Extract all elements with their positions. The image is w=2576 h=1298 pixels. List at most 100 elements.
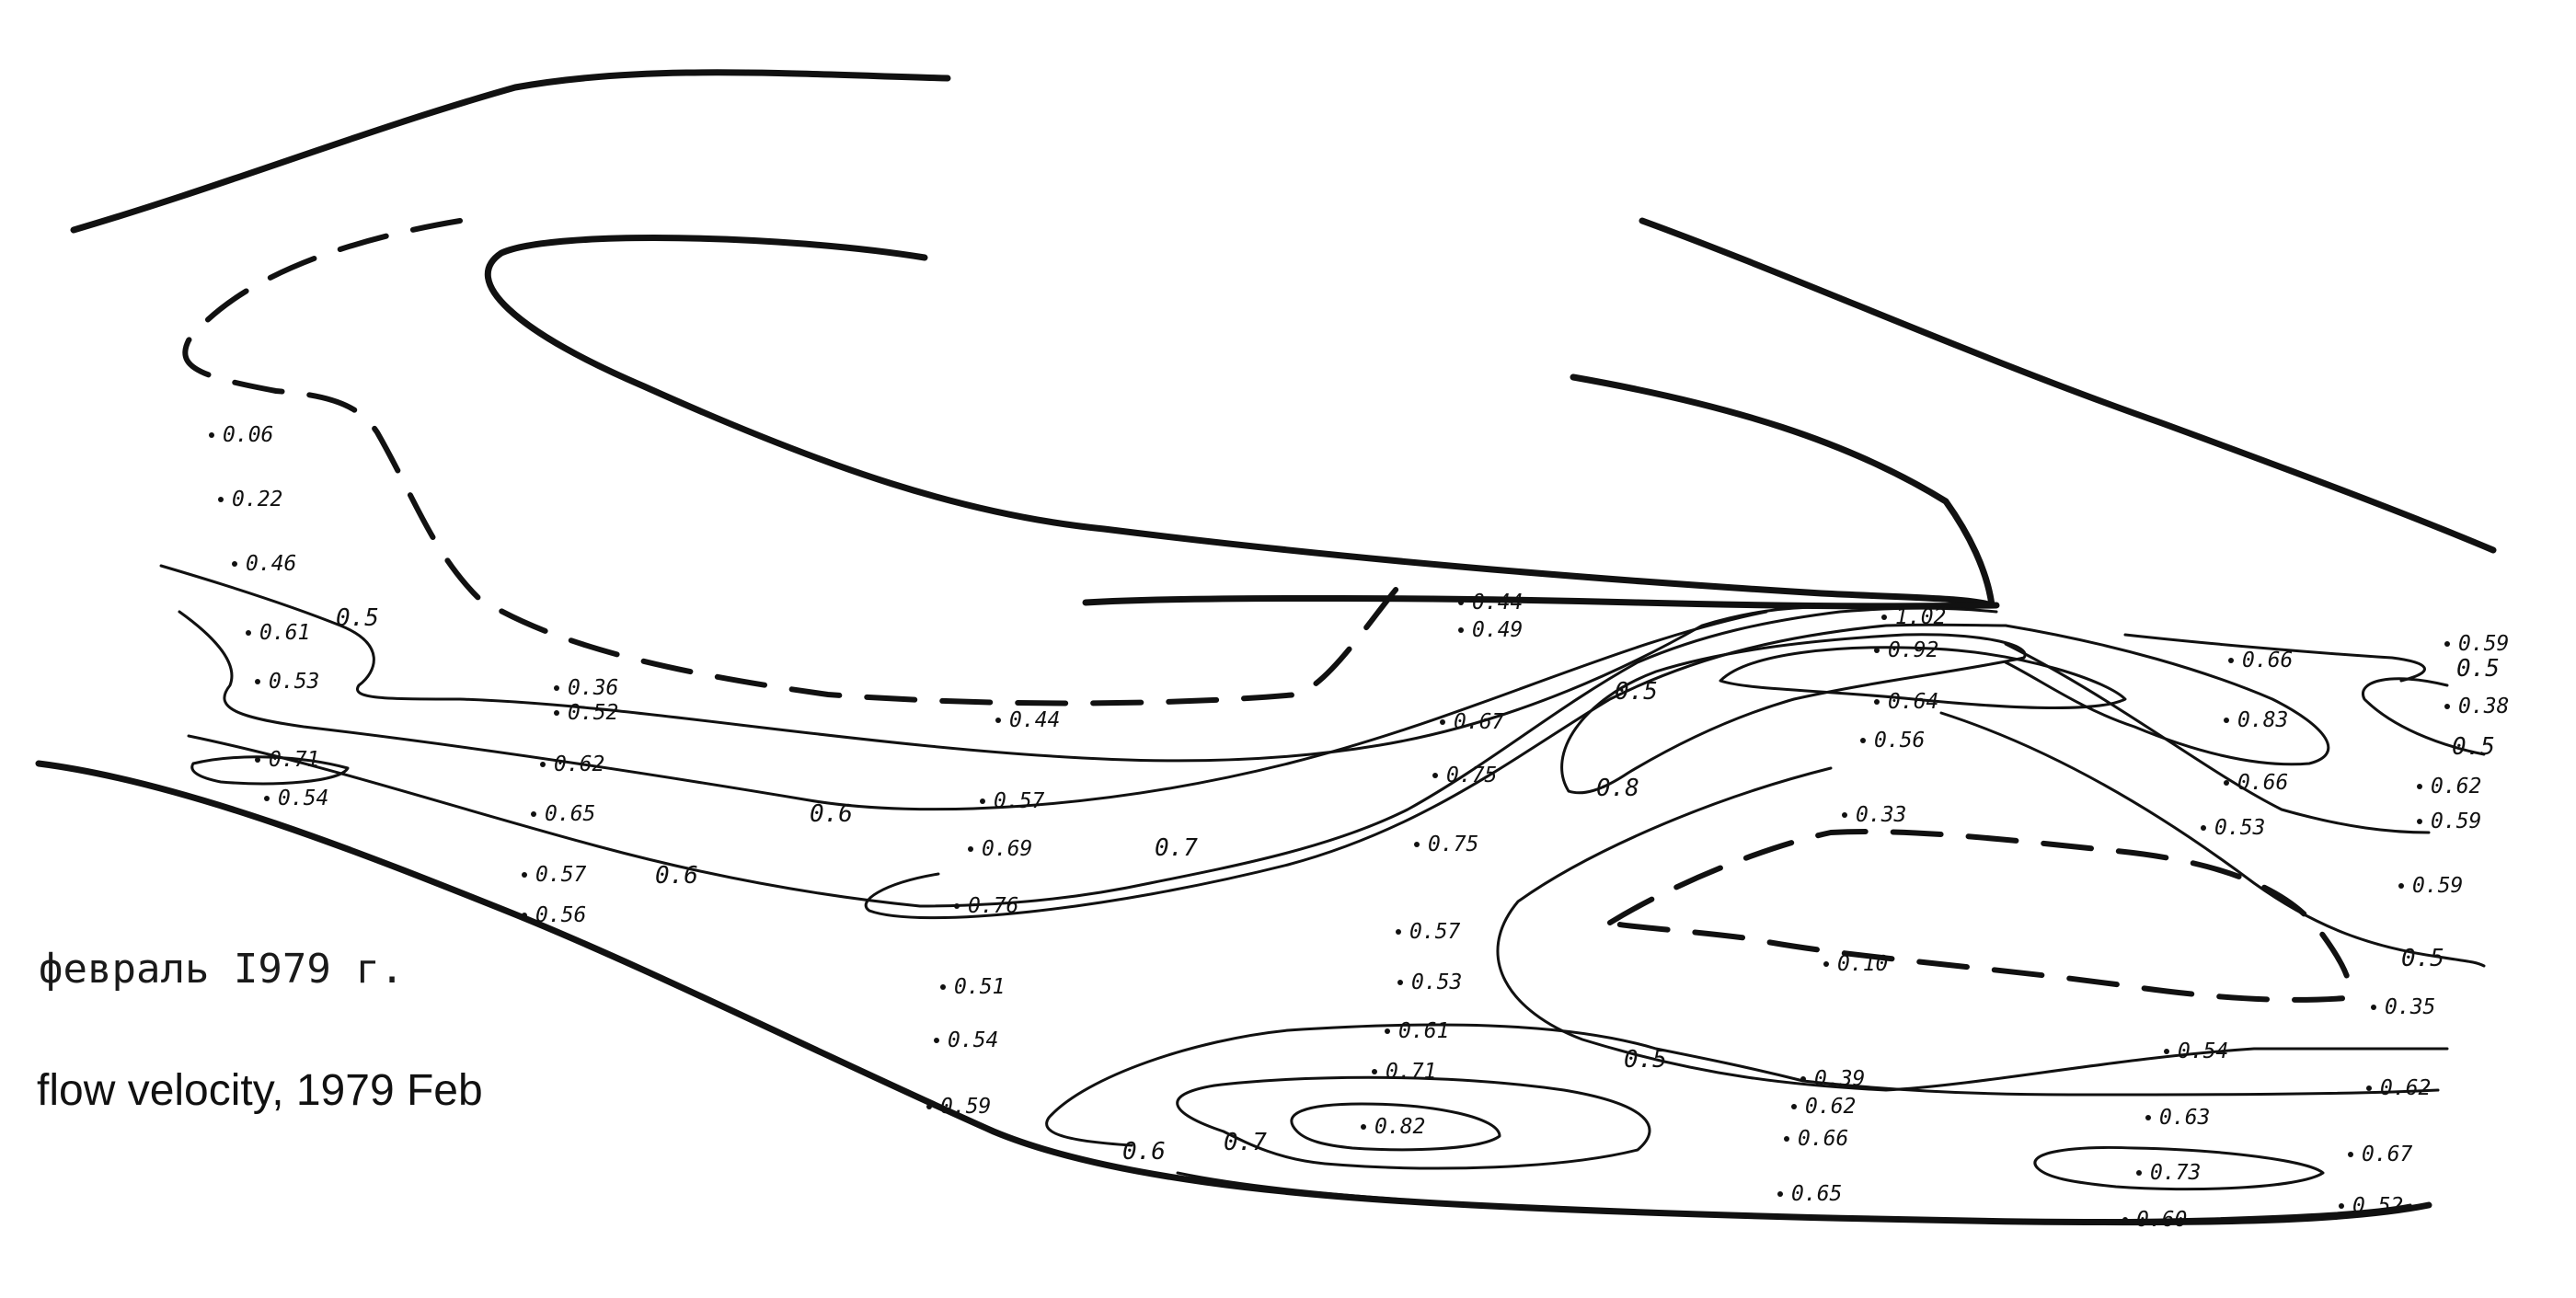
isoline-value-label: 0.5 xyxy=(2456,655,2500,683)
isoline-value-label: 0.7 xyxy=(1155,834,1198,862)
measurement-dot xyxy=(2224,718,2229,723)
measurement-value: 0.53 xyxy=(269,670,319,694)
measurement-value: 0.61 xyxy=(1398,1019,1449,1043)
measurement-value: 0.44 xyxy=(1009,708,1060,732)
measurement-value: 0.75 xyxy=(1446,764,1497,787)
measurement-dot xyxy=(1372,1069,1377,1074)
measurement-value: 0.39 xyxy=(1814,1067,1865,1091)
measurement-value: 0.71 xyxy=(1386,1060,1436,1084)
measurement-value: 0.54 xyxy=(278,787,328,810)
measurement-dot xyxy=(2224,780,2229,786)
measurement-value: 0.83 xyxy=(2237,708,2288,732)
isoline-value-label: 0.5 xyxy=(336,604,379,632)
measurement-dot xyxy=(1396,929,1401,935)
isoline-right-0.83 xyxy=(2004,624,2330,766)
measurement-dot xyxy=(1784,1136,1789,1142)
isoline-0.5-right-edge xyxy=(2362,677,2486,756)
isoline-0.5-left xyxy=(159,564,1823,763)
measurement-dot xyxy=(2201,825,2206,831)
measurement-value: 0.35 xyxy=(2385,995,2435,1019)
measurement-dot xyxy=(980,798,985,804)
measurement-value: 0.76 xyxy=(968,894,1018,918)
measurement-value: 1.02 xyxy=(1895,605,1946,629)
measurement-dot xyxy=(232,561,237,567)
measurement-dot xyxy=(255,757,260,763)
measurement-value: 0.82 xyxy=(1374,1115,1425,1139)
measurement-value: 0.56 xyxy=(1874,729,1925,752)
measurement-dot xyxy=(2398,883,2404,889)
isoline-value-label: 0.5 xyxy=(1615,678,1658,706)
isoline-0.7-center xyxy=(864,623,2007,920)
measurement-value: 0.69 xyxy=(982,837,1032,861)
measurement-value: 0.53 xyxy=(1411,971,1462,994)
measurement-value: 0.62 xyxy=(2431,775,2481,798)
measurement-dot xyxy=(940,984,946,990)
measurement-value: 0.73 xyxy=(2150,1161,2201,1185)
measurement-dot xyxy=(954,903,960,909)
isoline-0.7-lower xyxy=(1176,1075,1651,1170)
measurement-dot xyxy=(2122,1217,2128,1223)
measurement-value: 0.59 xyxy=(2431,810,2481,833)
measurement-value: 0.75 xyxy=(1428,833,1478,856)
measurement-dot xyxy=(934,1038,939,1043)
measurement-dot xyxy=(2339,1203,2344,1209)
measurement-dot xyxy=(554,710,559,716)
dashed-boundary-left xyxy=(182,218,1415,706)
measurement-value: 0.59 xyxy=(2458,632,2509,656)
measurement-dot xyxy=(540,762,546,767)
measurement-value: 0.62 xyxy=(2380,1076,2431,1100)
isoline-0.5-right-upper xyxy=(2123,633,2426,683)
measurement-value: 0.60 xyxy=(2136,1208,2187,1232)
measurement-dot xyxy=(531,811,536,817)
isoline-closed-0.82 xyxy=(1290,1102,1501,1152)
measurement-dot xyxy=(995,718,1001,723)
measurement-dot xyxy=(1800,1076,1806,1082)
measurement-dot xyxy=(2444,704,2450,709)
measurement-dot xyxy=(1874,699,1880,705)
measurement-dots xyxy=(209,432,2450,1223)
title-russian: февраль I979 г. xyxy=(39,946,405,993)
measurement-dot xyxy=(2371,1005,2376,1010)
measurement-dot xyxy=(1458,600,1464,605)
measurement-dot xyxy=(1881,615,1887,620)
measurement-dot xyxy=(209,432,214,438)
measurement-value: 0.33 xyxy=(1856,803,1906,827)
isoline-0.6-bottom xyxy=(1176,1171,2412,1223)
measurement-dot xyxy=(2145,1115,2151,1120)
measurement-dot xyxy=(1860,738,1866,743)
isoline-value-label: 0.6 xyxy=(1122,1138,1166,1166)
measurement-dot xyxy=(522,913,527,918)
measurement-value: 0.54 xyxy=(948,1028,998,1052)
isoline-value-label: 0.6 xyxy=(655,862,698,890)
measurement-dot xyxy=(2417,784,2422,789)
measurement-value: 0.65 xyxy=(1791,1182,1842,1206)
measurement-value: 0.46 xyxy=(246,552,296,576)
measurement-dot xyxy=(1874,648,1880,653)
dashed-boundary-right xyxy=(1607,829,2352,1003)
isoline-value-label: 0.6 xyxy=(810,800,853,828)
isoline-value-label: 0.7 xyxy=(1224,1129,1267,1156)
measurement-value: 0.59 xyxy=(2412,874,2463,898)
measurement-dot xyxy=(1414,842,1420,847)
measurement-dot xyxy=(1397,980,1403,985)
measurement-value: 0.61 xyxy=(259,621,310,645)
measurement-value: 0.92 xyxy=(1888,638,1938,662)
isoline-value-label: 0.5 xyxy=(2452,733,2495,761)
measurement-value: 0.52 xyxy=(2352,1194,2403,1218)
measurement-dot xyxy=(2228,658,2234,663)
measurement-dot xyxy=(2417,819,2422,824)
measurement-value: 0.66 xyxy=(2237,771,2288,795)
measurement-dot xyxy=(968,846,973,852)
measurement-value: 0.62 xyxy=(1805,1095,1856,1119)
measurement-dot xyxy=(1823,961,1829,967)
island-shoreline xyxy=(484,235,1995,609)
measurement-dot xyxy=(1842,812,1847,818)
measurement-value: 0.54 xyxy=(2178,1040,2228,1063)
measurement-value: 0.67 xyxy=(1454,710,1505,734)
measurement-value: 0.06 xyxy=(223,423,273,447)
measurement-dot xyxy=(554,685,559,691)
isoline-0.6-lower-left xyxy=(1045,1023,2440,1147)
measurement-dot xyxy=(1440,719,1445,725)
